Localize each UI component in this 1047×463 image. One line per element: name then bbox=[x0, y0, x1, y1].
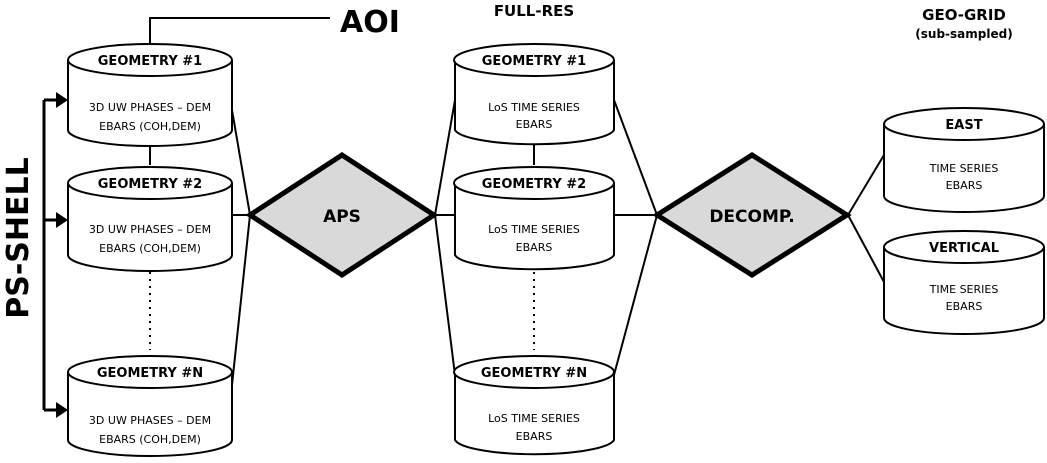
full-res-geometry-2: GEOMETRY #2 LoS TIME SERIES EBARS bbox=[453, 166, 615, 271]
decomp-output-lines bbox=[847, 154, 885, 283]
node-line-2: EBARS bbox=[516, 430, 553, 443]
decomp-process: DECOMP. bbox=[652, 152, 852, 278]
arrow-right-icon bbox=[56, 92, 68, 108]
geo-grid-vertical: VERTICAL TIME SERIES EBARS bbox=[883, 230, 1045, 335]
node-line-1: TIME SERIES bbox=[929, 283, 999, 296]
arrow-right-icon bbox=[56, 212, 68, 228]
decomp-label: DECOMP. bbox=[709, 207, 794, 227]
node-line-2: EBARS (COH,DEM) bbox=[99, 242, 201, 255]
node-title: GEOMETRY #1 bbox=[482, 54, 586, 69]
aps-process: APS bbox=[245, 152, 439, 278]
node-title: GEOMETRY #N bbox=[97, 366, 203, 381]
node-line-2: EBARS bbox=[946, 300, 983, 313]
node-line-2: EBARS bbox=[946, 179, 983, 192]
node-line-1: 3D UW PHASES – DEM bbox=[89, 414, 211, 427]
geo-grid-subheading: (sub-sampled) bbox=[915, 27, 1012, 41]
node-title: GEOMETRY #2 bbox=[98, 177, 202, 192]
node-title: GEOMETRY #1 bbox=[98, 54, 202, 69]
geo-grid-heading: GEO-GRID bbox=[922, 6, 1006, 24]
geo-grid-east: EAST TIME SERIES EBARS bbox=[883, 107, 1045, 213]
aoi-label: AOI bbox=[340, 5, 400, 40]
aoi-connector bbox=[149, 17, 330, 48]
node-line-1: LoS TIME SERIES bbox=[488, 101, 580, 114]
node-line-1: TIME SERIES bbox=[929, 162, 999, 175]
node-line-1: LoS TIME SERIES bbox=[488, 223, 580, 236]
ps-shell-geometry-n: GEOMETRY #N 3D UW PHASES – DEM EBARS (CO… bbox=[67, 355, 233, 457]
ps-shell-geometry-2: GEOMETRY #2 3D UW PHASES – DEM EBARS (CO… bbox=[67, 166, 233, 272]
node-line-2: EBARS (COH,DEM) bbox=[99, 433, 201, 446]
node-title: GEOMETRY #N bbox=[481, 366, 587, 381]
node-title: GEOMETRY #2 bbox=[482, 177, 586, 192]
full-res-heading: FULL-RES bbox=[494, 2, 574, 20]
node-line-1: LoS TIME SERIES bbox=[488, 412, 580, 425]
node-line-2: EBARS (COH,DEM) bbox=[99, 120, 201, 133]
node-line-1: 3D UW PHASES – DEM bbox=[89, 101, 211, 114]
node-line-2: EBARS bbox=[516, 118, 553, 131]
arrow-right-icon bbox=[56, 402, 68, 418]
aps-label: APS bbox=[323, 207, 361, 227]
aps-input-lines bbox=[231, 109, 251, 386]
node-line-1: 3D UW PHASES – DEM bbox=[89, 223, 211, 236]
full-res-geometry-1: GEOMETRY #1 LoS TIME SERIES EBARS bbox=[453, 43, 615, 146]
aps-output-lines bbox=[434, 99, 456, 376]
ps-shell-geometry-1: GEOMETRY #1 3D UW PHASES – DEM EBARS (CO… bbox=[67, 43, 233, 147]
ps-shell-label: PS-SHELL bbox=[1, 157, 36, 318]
full-res-geometry-n: GEOMETRY #N LoS TIME SERIES EBARS bbox=[453, 355, 615, 456]
decomp-input-lines bbox=[613, 99, 658, 376]
node-title: VERTICAL bbox=[929, 241, 999, 256]
node-line-2: EBARS bbox=[516, 241, 553, 254]
node-title: EAST bbox=[945, 118, 982, 133]
ps-shell-bracket bbox=[42, 92, 68, 418]
